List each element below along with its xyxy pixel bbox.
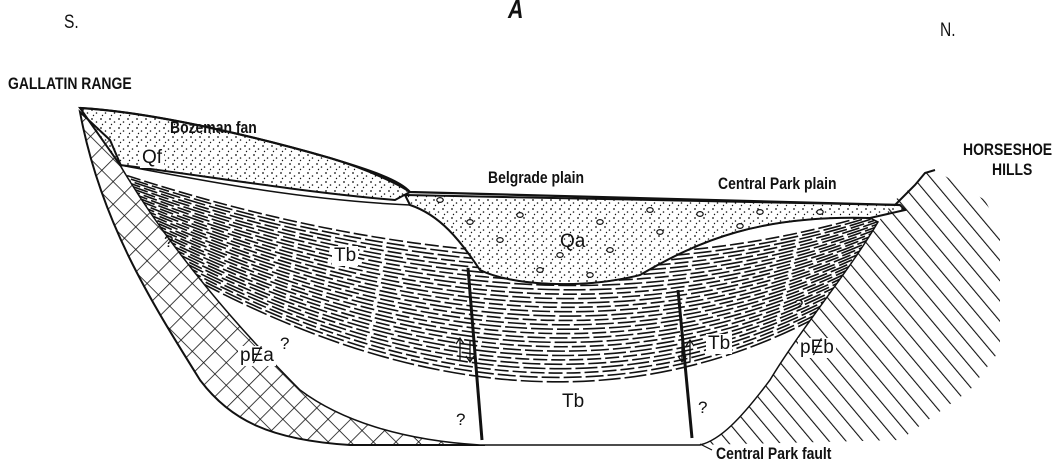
unit-qf: Qf xyxy=(140,148,164,168)
central-park-fault-label: Central Park fault xyxy=(716,444,831,464)
unit-tb-lower: Tb xyxy=(560,392,586,412)
unit-pcb: pɆb xyxy=(798,338,836,358)
central-park-plain-label: Central Park plain xyxy=(718,174,837,194)
uncertain-mark-lower-left: ? xyxy=(456,410,465,430)
direction-north: N. xyxy=(940,20,956,42)
uncertain-mark-mid-left: ? xyxy=(280,334,289,354)
unit-tb-right: Tb xyxy=(706,334,732,354)
uncertain-mark-lower-right: ? xyxy=(698,398,707,418)
panel-letter: A xyxy=(508,0,523,25)
gallatin-range-label: GALLATIN RANGE xyxy=(8,74,132,94)
uncertain-mark-upper-right: ? xyxy=(794,296,803,316)
unit-tb-upper: Tb xyxy=(332,246,358,266)
unit-pca: pɆa xyxy=(238,346,276,366)
unit-qa: Qa xyxy=(558,232,587,252)
bozeman-fan-label: Bozeman fan xyxy=(170,118,257,138)
uncertain-mark-upper-left: ? xyxy=(164,232,173,252)
horseshoe-hills-label-line2: HILLS xyxy=(992,160,1032,180)
belgrade-plain-label: Belgrade plain xyxy=(488,168,584,188)
horseshoe-hills-label-line1: HORSESHOE xyxy=(963,140,1052,160)
direction-south: S. xyxy=(64,12,79,34)
fault-label-leader xyxy=(700,444,712,450)
